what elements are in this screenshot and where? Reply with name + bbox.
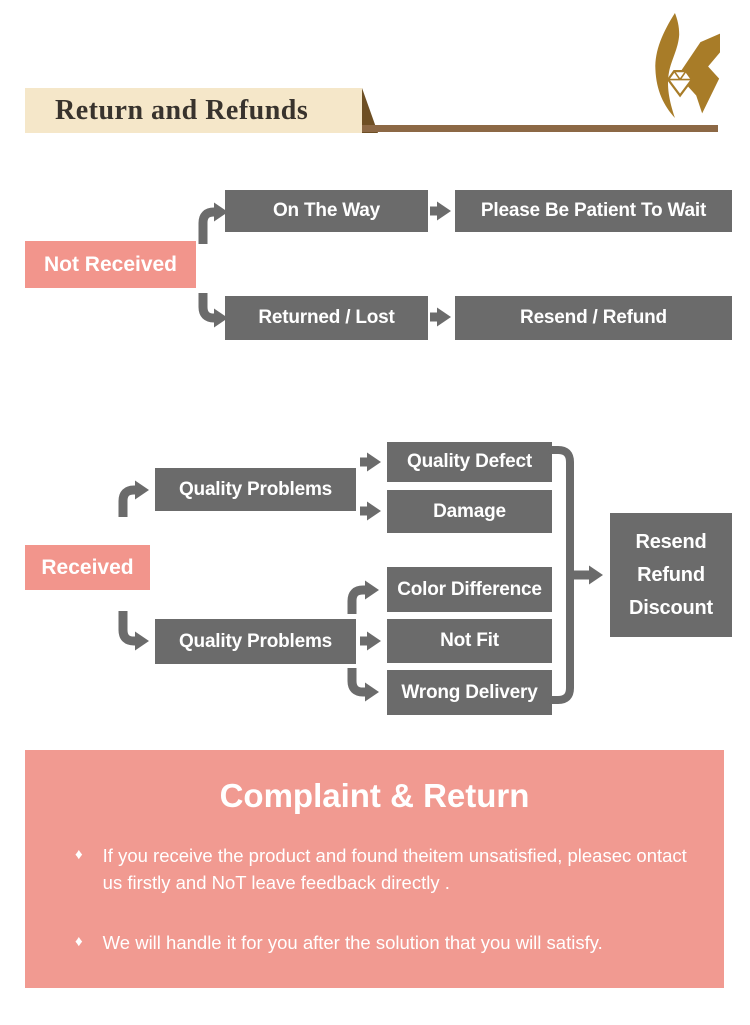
complaint-title: Complaint & Return <box>219 777 530 814</box>
arrow-up-icon <box>347 580 379 614</box>
header-divider <box>362 125 718 132</box>
complaint-bullet: ♦ We will handle it for you after the so… <box>75 929 694 956</box>
flow-box-quality-problems-top: Quality Problems <box>155 468 356 511</box>
flow-box-not-received: Not Received <box>25 241 196 288</box>
section-header-banner: Return and Refunds <box>25 88 362 133</box>
outcome-line-discount: Discount <box>629 596 713 619</box>
arrow-down-icon <box>198 293 228 328</box>
complaint-bullet: ♦ If you receive the product and found t… <box>75 842 694 896</box>
flow-box-damage: Damage <box>387 490 552 533</box>
flow-box-returned-lost: Returned / Lost <box>225 296 428 340</box>
flow-box-received: Received <box>25 545 150 590</box>
outcome-line-resend: Resend <box>635 530 707 553</box>
arrow-down-icon <box>118 611 149 651</box>
flow-box-on-the-way: On The Way <box>225 190 428 232</box>
flow-box-quality-problems-bottom: Quality Problems <box>155 619 356 664</box>
flow-box-wrong-delivery: Wrong Delivery <box>387 670 552 715</box>
flow-box-outcome: Resend Refund Discount <box>610 513 732 637</box>
complaint-panel: Complaint & Return ♦ If you receive the … <box>25 750 724 988</box>
bracket-icon <box>548 446 574 704</box>
flow-box-please-wait: Please Be Patient To Wait <box>455 190 732 232</box>
flow-box-color-difference: Color Difference <box>387 567 552 612</box>
page-title: Return and Refunds <box>55 94 309 126</box>
outcome-line-refund: Refund <box>637 563 705 586</box>
complaint-bullet-text: We will handle it for you after the solu… <box>102 932 603 953</box>
arrow-up-icon <box>118 480 149 517</box>
complaint-bullet-text: If you receive the product and found the… <box>102 845 687 893</box>
flow-box-resend-refund: Resend / Refund <box>455 296 732 340</box>
diamond-bullet-icon: ♦ <box>75 933 83 950</box>
brand-flame-diamond-icon <box>655 13 720 118</box>
arrow-down-icon <box>347 668 379 702</box>
arrow-up-icon <box>198 202 228 244</box>
flow-box-quality-defect: Quality Defect <box>387 442 552 482</box>
flow-box-not-fit: Not Fit <box>387 619 552 663</box>
diamond-bullet-icon: ♦ <box>75 846 83 863</box>
